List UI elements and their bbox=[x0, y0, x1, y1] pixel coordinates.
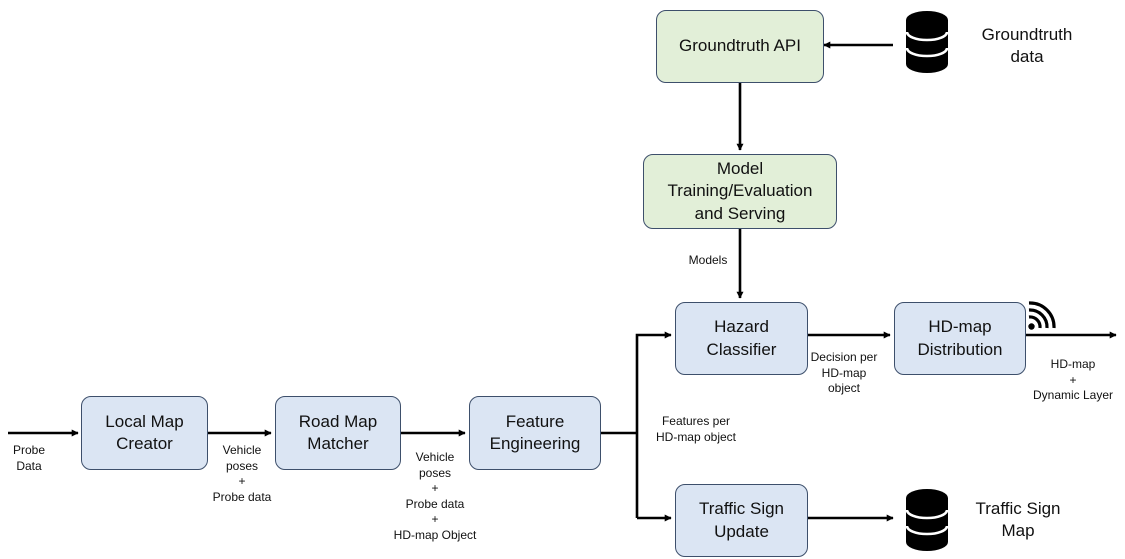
traffic-sign-update-node: Traffic Sign Update bbox=[675, 484, 808, 557]
edge-label-vehicle-poses-2: Vehicle poses + Probe data + HD-map Obje… bbox=[393, 450, 477, 542]
database-icon bbox=[906, 489, 948, 551]
traffic-sign-map-label: Traffic Sign Map bbox=[975, 499, 1061, 541]
local-map-creator-node: Local Map Creator bbox=[81, 396, 208, 470]
hd-map-distribution-node: HD-map Distribution bbox=[894, 302, 1026, 375]
groundtruth-data-label: Groundtruth data bbox=[981, 25, 1073, 67]
database-icon bbox=[906, 11, 948, 73]
edge-branch-to-hazard bbox=[635, 331, 672, 518]
wifi-broadcast-icon bbox=[1028, 301, 1056, 330]
hazard-classifier-node: Hazard Classifier bbox=[675, 302, 808, 375]
feature-engineering-node: Feature Engineering bbox=[469, 396, 601, 470]
model-training-node: Model Training/Evaluation and Serving bbox=[643, 154, 837, 229]
edge-label-decision-per-object: Decision per HD-map object bbox=[810, 350, 878, 396]
edge-label-models: Models bbox=[688, 253, 728, 267]
edge-label-hd-map-dynamic: HD-map + Dynamic Layer bbox=[1032, 357, 1114, 403]
edge-label-features-per-object: Features per HD-map object bbox=[655, 414, 737, 444]
road-map-matcher-node: Road Map Matcher bbox=[275, 396, 401, 470]
edge-label-vehicle-poses-1: Vehicle poses + Probe data bbox=[212, 443, 272, 504]
edge-label-probe-data: Probe Data bbox=[12, 443, 46, 473]
groundtruth-api-node: Groundtruth API bbox=[656, 10, 824, 83]
